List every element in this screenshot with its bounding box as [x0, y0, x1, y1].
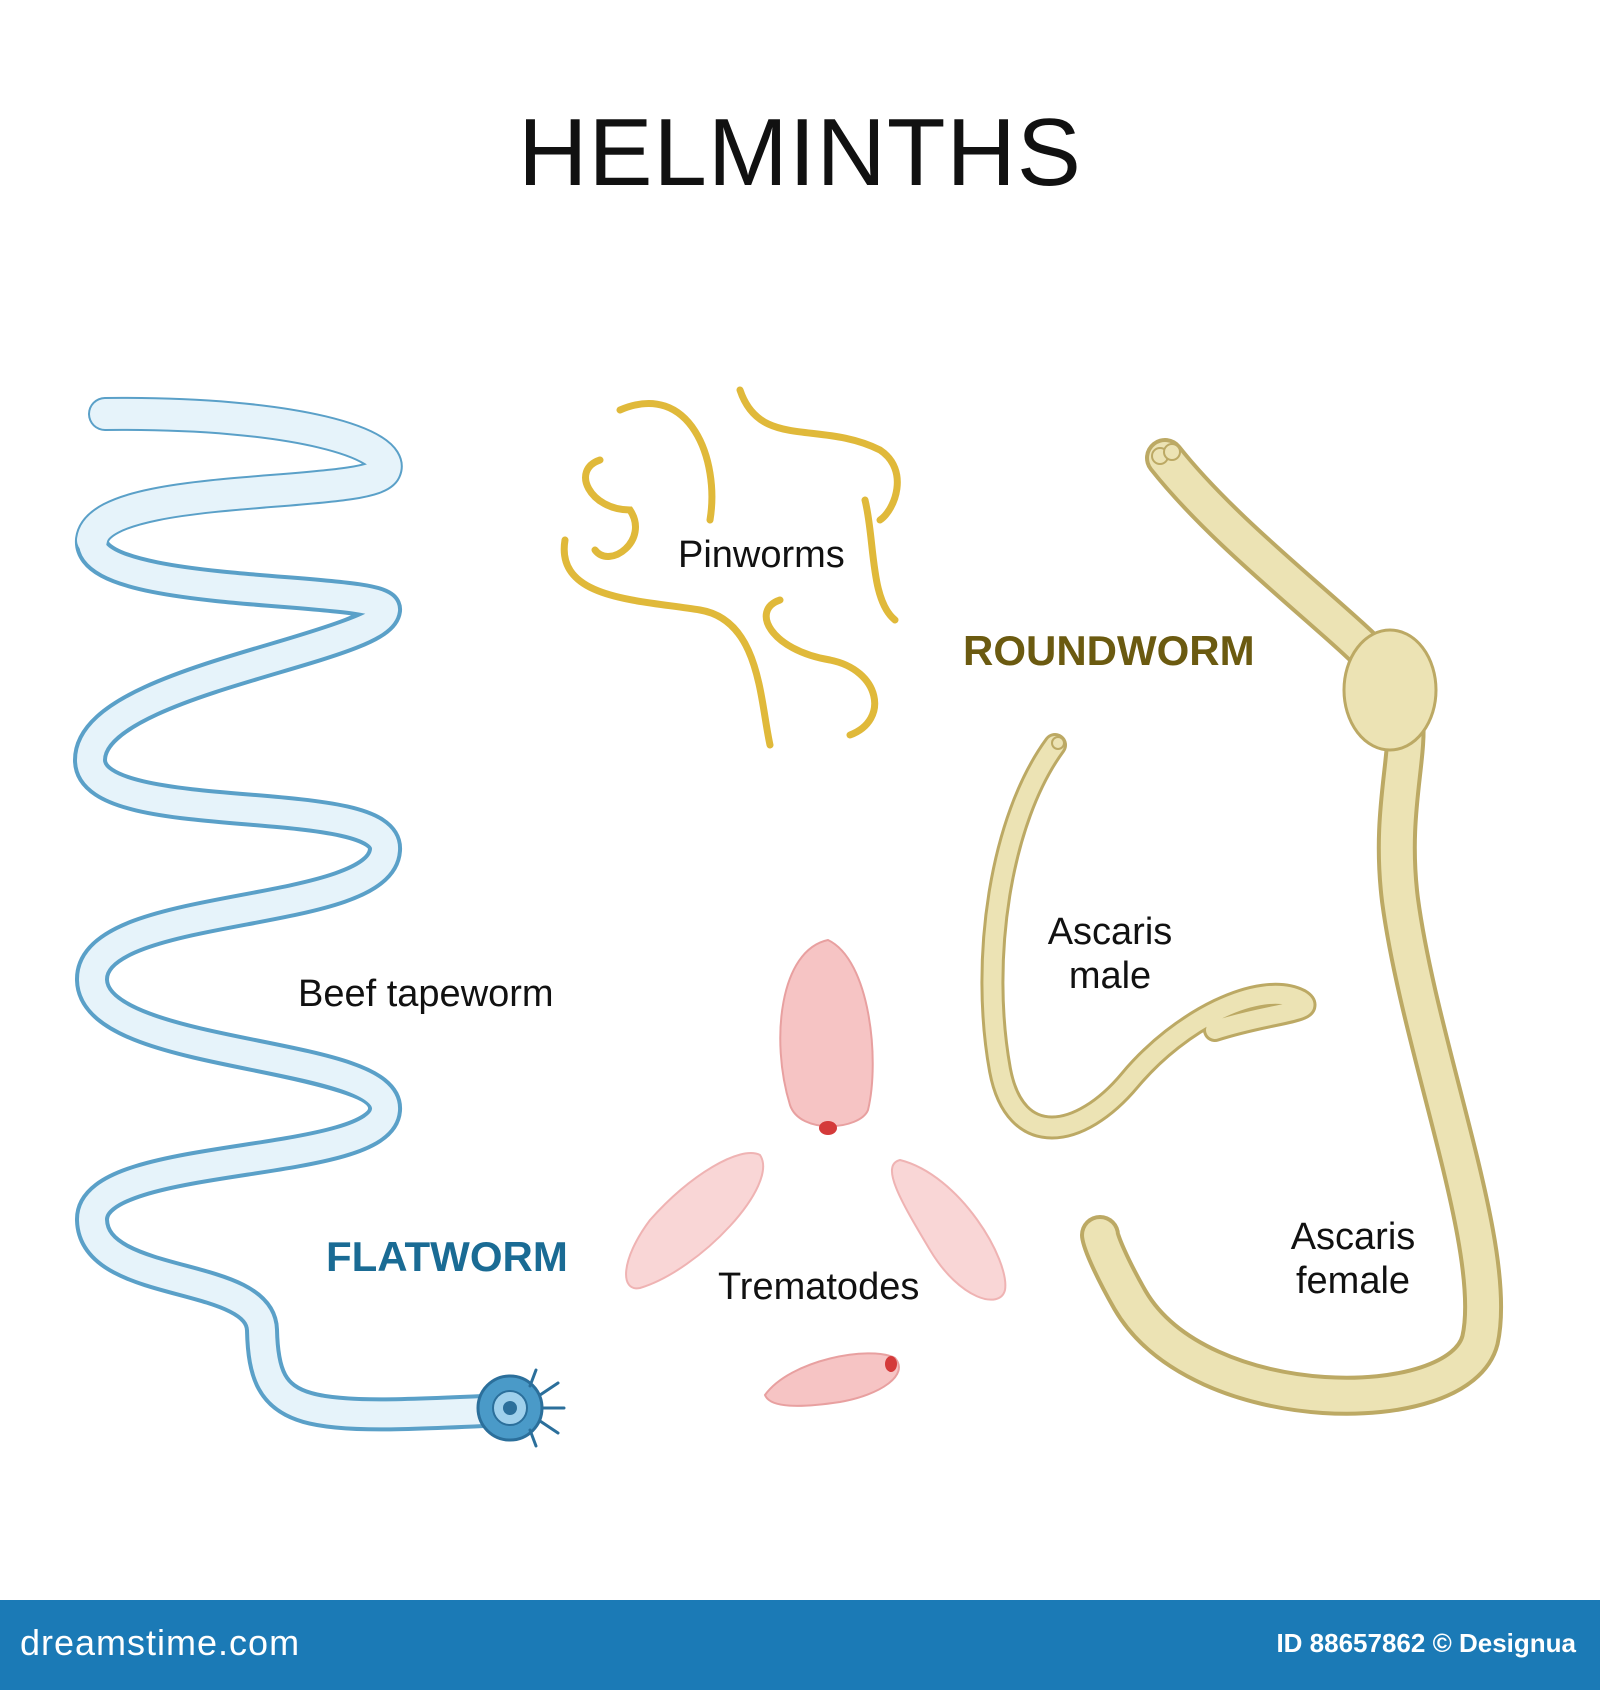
- ascaris-male-label-line2: male: [1068, 955, 1152, 997]
- tapeworm-thin-neck: [77, 398, 401, 555]
- trematode-bottom: [763, 1352, 900, 1407]
- pinworm-4: [560, 536, 774, 749]
- trematode-right: [890, 1158, 1007, 1301]
- flatworm-group-label: FLATWORM: [326, 1233, 568, 1280]
- roundworm-group-label: ROUNDWORM: [963, 627, 1255, 674]
- pinworm-3: [582, 456, 639, 560]
- beef-tapeworm-illustration: [73, 396, 566, 1448]
- tapeworm-scolex: [476, 1368, 566, 1448]
- pinworm-5: [861, 496, 899, 624]
- ascaris-male-label-line1: Ascaris: [1047, 911, 1173, 953]
- image-credit: ID 88657862 © Designua: [1276, 1628, 1576, 1658]
- trematodes-label: Trematodes: [718, 1266, 920, 1308]
- pinworm-1: [616, 400, 716, 524]
- illustration-canvas: [73, 386, 1504, 1448]
- ascaris-female-label-line2: female: [1295, 1260, 1411, 1302]
- page-title: HELMINTHS: [518, 99, 1082, 206]
- pinworms-label: Pinworms: [678, 534, 845, 576]
- trematode-top: [779, 938, 874, 1128]
- ascaris-male-illustration: [980, 733, 1317, 1140]
- footer-bar: dreamstime.com ID 88657862 © Designua: [0, 1600, 1600, 1690]
- ascaris-female-illustration: [1080, 438, 1504, 1416]
- brand-logo-text[interactable]: dreamstime.com: [20, 1622, 301, 1663]
- ascaris-female-label: Ascaris female: [1278, 1215, 1428, 1303]
- ascaris-female-label-line1: Ascaris: [1290, 1216, 1416, 1258]
- trematodes-illustration: [625, 938, 1007, 1407]
- beef-tapeworm-label: Beef tapeworm: [298, 973, 554, 1015]
- trematode-left: [625, 1152, 764, 1290]
- pinworm-2: [736, 386, 901, 524]
- pinworms-illustration: [560, 386, 901, 749]
- ascaris-male-body: [983, 736, 1314, 1137]
- pinworm-6: [762, 596, 879, 739]
- ascaris-male-label: Ascaris male: [1035, 910, 1185, 998]
